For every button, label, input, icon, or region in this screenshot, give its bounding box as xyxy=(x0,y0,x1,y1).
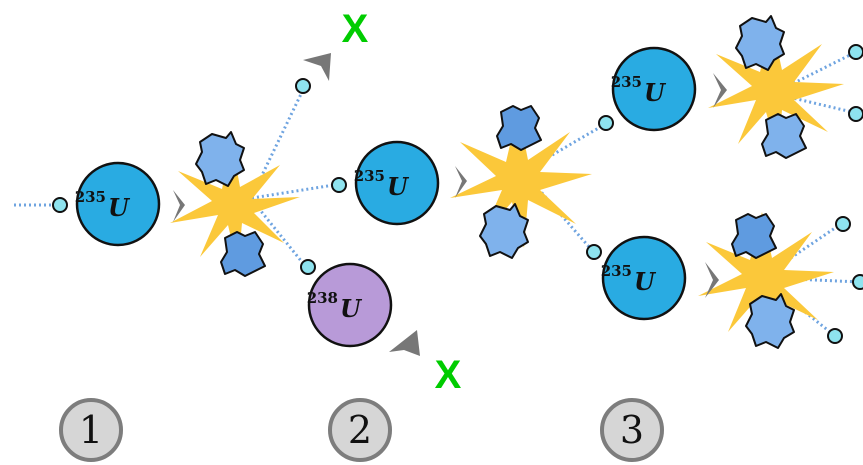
neutron-path xyxy=(779,93,853,114)
neutrons xyxy=(52,44,863,344)
neutron-path xyxy=(250,91,304,197)
fission-flashes xyxy=(170,24,844,342)
neutron-path xyxy=(251,183,335,200)
lost-neutron-marker: X xyxy=(435,353,462,397)
nucleus: 235 U xyxy=(75,161,161,247)
fission-fragment xyxy=(496,105,542,151)
neutron xyxy=(295,78,311,94)
arrow-up-right-icon xyxy=(303,53,331,81)
neutron-path xyxy=(779,53,851,92)
fission-flash xyxy=(708,24,844,154)
nucleus-symbol: U xyxy=(634,267,657,296)
neutron xyxy=(827,328,843,344)
chevron-right-icon xyxy=(455,166,467,198)
neutron xyxy=(835,216,851,232)
neutron xyxy=(852,274,863,290)
chevron-right-icon xyxy=(713,73,727,108)
neutron xyxy=(848,106,863,122)
nucleus: 238 U xyxy=(307,262,393,348)
fission-flash xyxy=(170,143,300,267)
chevron-right-icon xyxy=(705,262,719,298)
fission-flash xyxy=(450,110,592,248)
step-label: 2 xyxy=(328,398,392,462)
nucleus-symbol: U xyxy=(644,78,667,107)
neutron xyxy=(598,115,614,131)
step-label: 1 xyxy=(59,398,123,462)
nucleus-symbol: U xyxy=(387,172,410,201)
nucleus-mass: 235 xyxy=(611,73,642,91)
neutron xyxy=(586,244,602,260)
step-number: 1 xyxy=(79,408,103,452)
nucleus-mass: 235 xyxy=(75,188,106,206)
fission-fragment xyxy=(761,113,807,159)
nucleus-mass: 238 xyxy=(307,289,338,307)
fission-fragment xyxy=(731,213,777,259)
step-number: 2 xyxy=(348,408,372,452)
neutron xyxy=(331,177,347,193)
neutron-path xyxy=(769,224,839,274)
nucleus: 235 U xyxy=(601,235,687,321)
fission-fragment xyxy=(220,231,266,277)
neutron xyxy=(52,197,68,213)
chevron-right-icon xyxy=(173,190,185,222)
arrow-down-right-icon xyxy=(389,330,420,356)
step-number: 3 xyxy=(620,408,644,452)
step-label: 3 xyxy=(600,398,664,462)
lost-neutron-marker: X xyxy=(342,7,369,51)
nucleus: 235 U xyxy=(611,46,697,132)
nucleus-mass: 235 xyxy=(601,262,632,280)
chevrons xyxy=(173,53,727,356)
fission-flash xyxy=(698,212,834,342)
nucleus: 235 U xyxy=(354,140,440,226)
nucleus-symbol: U xyxy=(108,193,131,222)
nucleus-symbol: U xyxy=(340,294,363,323)
neutron-path xyxy=(250,199,304,263)
nucleus-mass: 235 xyxy=(354,167,385,185)
neutron xyxy=(848,44,863,60)
neutron xyxy=(300,259,316,275)
